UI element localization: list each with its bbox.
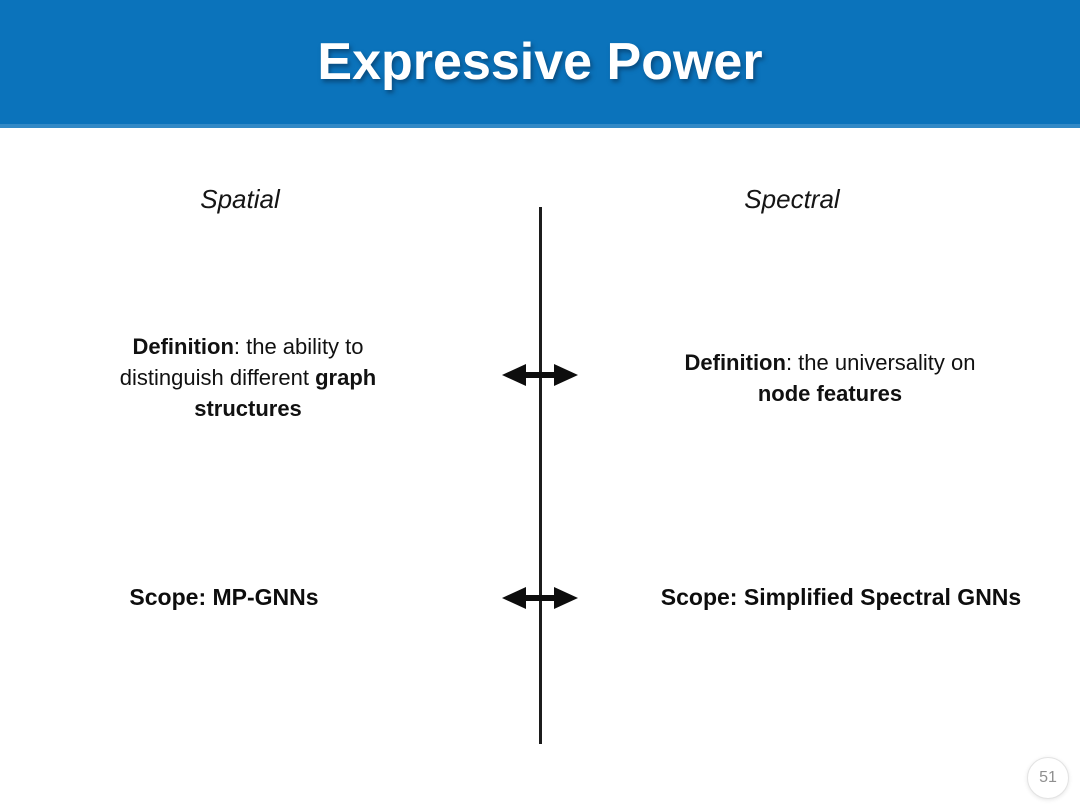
page-number: 51	[1039, 769, 1057, 786]
left-scope: Scope: MP-GNNs	[129, 584, 319, 610]
vertical-divider	[539, 207, 542, 744]
right-definition-term: Definition	[684, 350, 786, 375]
slide-title: Expressive Power	[317, 33, 763, 91]
page-number-badge: 51	[1027, 757, 1069, 799]
left-column-heading: Spatial	[200, 184, 280, 214]
double-headed-arrow-icon	[501, 361, 579, 389]
slide-header: Expressive Power	[0, 0, 1080, 128]
double-headed-arrow-icon	[501, 584, 579, 612]
right-scope: Scope: Simplified Spectral GNNs	[660, 584, 1022, 610]
right-column-heading: Spectral	[744, 184, 840, 214]
right-definition: Definition: the universality on node fea…	[679, 347, 981, 409]
left-definition-body: : the ability to distinguish different	[119, 334, 364, 390]
right-definition-body: : the universality on	[785, 350, 976, 375]
left-definition-term: Definition	[132, 334, 234, 359]
left-definition: Definition: the ability to distinguish d…	[92, 331, 404, 424]
right-definition-emphasis: node features	[757, 381, 903, 406]
left-definition-emphasis: graph structures	[194, 365, 377, 421]
